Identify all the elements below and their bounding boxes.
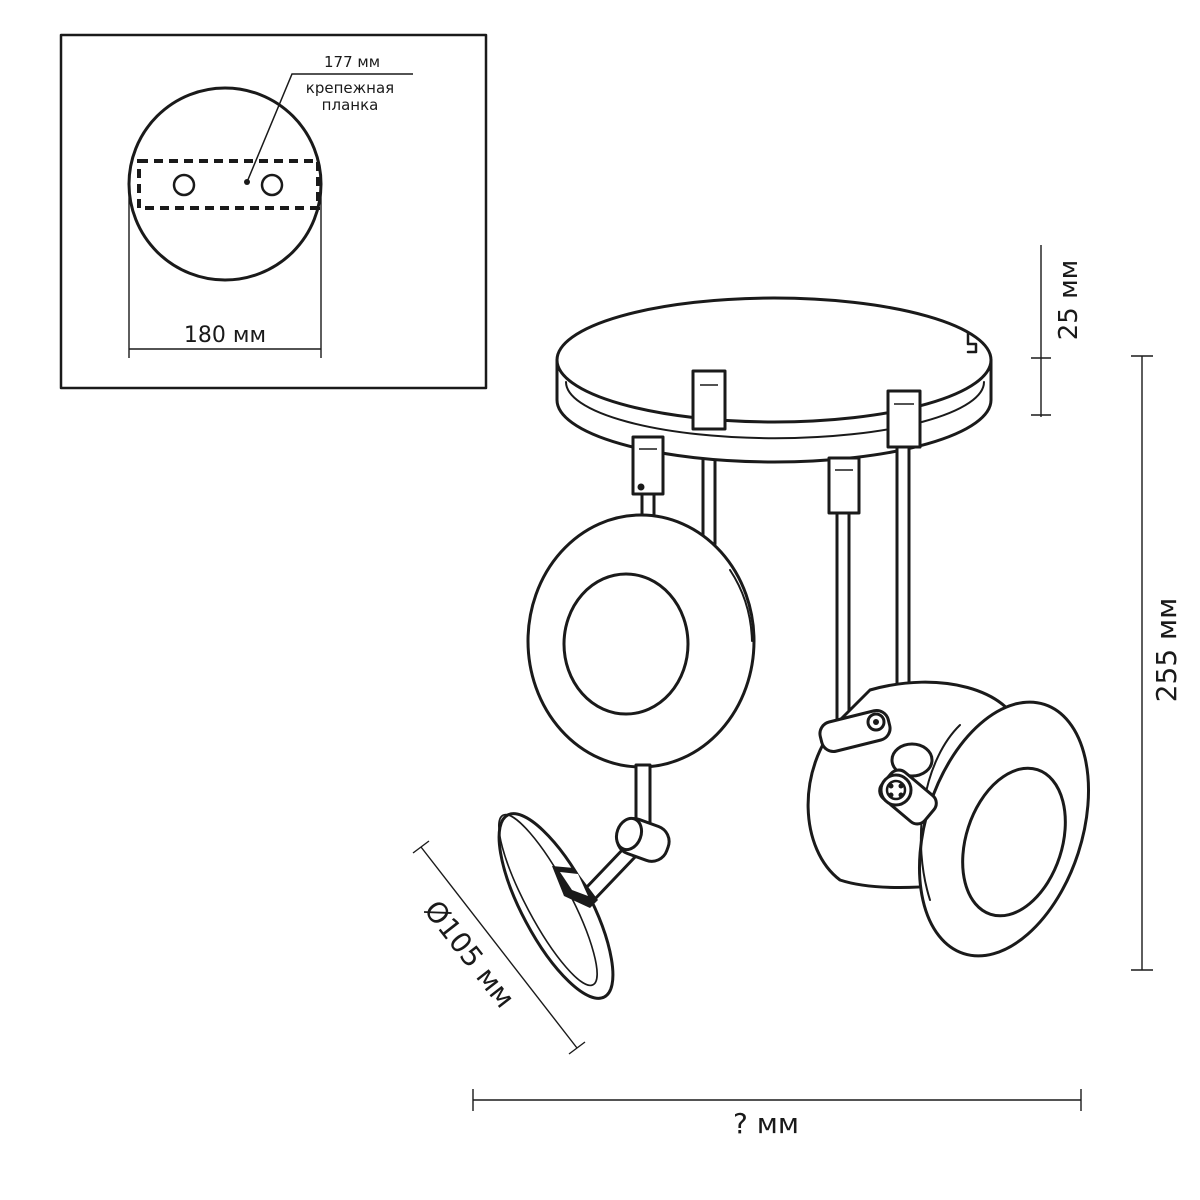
mounting-bracket-outline: [137, 159, 320, 210]
rod-rear-right: [895, 445, 911, 719]
spot-right-lens: [961, 766, 1067, 918]
spot-left-upper-lens: [562, 572, 690, 716]
canopy-top-edge-front: [555, 358, 993, 424]
rod-cap-right-2: [886, 389, 922, 449]
plate-width-label: 177 мм: [324, 53, 380, 71]
bracket-leader-line: [246, 73, 413, 183]
spot-left-lower: [497, 812, 615, 1000]
spot-right-pivot: [879, 773, 913, 807]
rod-cap-left-2: [691, 369, 727, 431]
canopy-rim-line: [565, 381, 985, 440]
rod-cap-front-right: [827, 456, 861, 515]
total-height-label: 255 мм: [1150, 598, 1183, 703]
bracket-label-line2: планка: [322, 96, 379, 114]
rod-cap-front-left: [631, 435, 665, 496]
canopy-notch: [966, 331, 978, 354]
base-height-label: 25 мм: [1054, 260, 1084, 341]
dim-base-height: 25 мм: [1031, 245, 1084, 417]
rod-front-right: [835, 511, 851, 725]
bracket-label-line1: крепежная: [306, 79, 394, 97]
lamp-body: [497, 296, 1091, 1000]
shade-diameter-label: Ø105 мм: [418, 894, 522, 1014]
inset-panel: 177 мм крепежная планка 180 мм: [59, 33, 488, 390]
spot-right: [806, 680, 1091, 958]
base-diameter-label: 180 мм: [184, 323, 266, 348]
spot-left-upper: [526, 513, 756, 769]
ceiling-canopy: [555, 296, 993, 464]
inset-frame: [59, 33, 488, 390]
mounting-hole-right: [260, 173, 284, 197]
spot-left-lower-arm: [582, 763, 671, 902]
total-width-label: ? мм: [733, 1107, 799, 1140]
dim-total-width: ? мм: [472, 1089, 1082, 1140]
mounting-hole-left: [172, 173, 196, 197]
base-plate-circle: [127, 86, 323, 282]
dim-total-height: 255 мм: [1131, 355, 1183, 971]
